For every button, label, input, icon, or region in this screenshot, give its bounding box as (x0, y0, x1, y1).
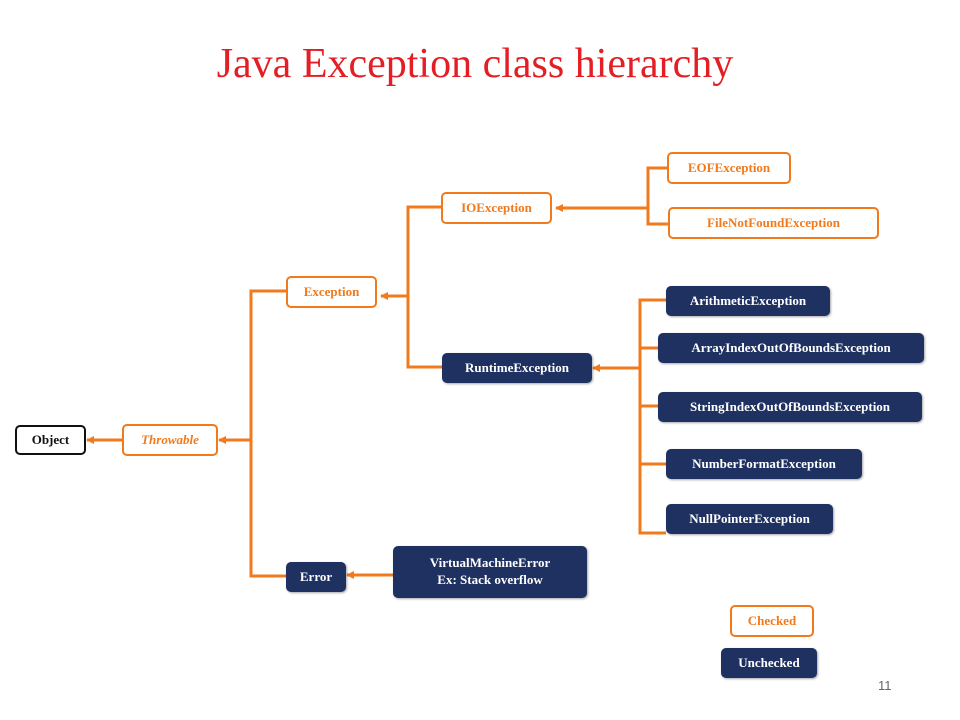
node-virtualmachineerror-example: Ex: Stack overflow (437, 572, 543, 587)
node-nullpointerexception: NullPointerException (666, 504, 833, 534)
node-throwable: Throwable (122, 424, 218, 456)
node-numberformatexception: NumberFormatException (666, 449, 862, 479)
node-arrayindexoutofboundsexception: ArrayIndexOutOfBoundsException (658, 333, 924, 363)
edge-ioexception-exception (406, 205, 442, 369)
node-arithmeticexception: ArithmeticException (666, 286, 830, 316)
node-virtualmachineerror: VirtualMachineError Ex: Stack overflow (393, 546, 587, 598)
node-filenotfoundexception: FileNotFoundException (668, 207, 879, 239)
legend-unchecked: Unchecked (721, 648, 817, 678)
legend-checked: Checked (730, 605, 814, 637)
node-stringindexoutofboundsexception: StringIndexOutOfBoundsException (658, 392, 922, 422)
node-ioexception: IOException (441, 192, 552, 224)
node-virtualmachineerror-name: VirtualMachineError (429, 555, 551, 571)
page-number: 11 (878, 678, 892, 693)
edge-exception-throwable (249, 289, 286, 578)
node-runtimeexception: RuntimeException (442, 353, 592, 383)
edge-runtime-children (638, 298, 666, 535)
node-object: Object (15, 425, 86, 455)
node-eofexception: EOFException (667, 152, 791, 184)
edge-eof-ioexception (646, 166, 668, 226)
node-error: Error (286, 562, 346, 592)
node-exception: Exception (286, 276, 377, 308)
page-title: Java Exception class hierarchy (216, 41, 734, 87)
